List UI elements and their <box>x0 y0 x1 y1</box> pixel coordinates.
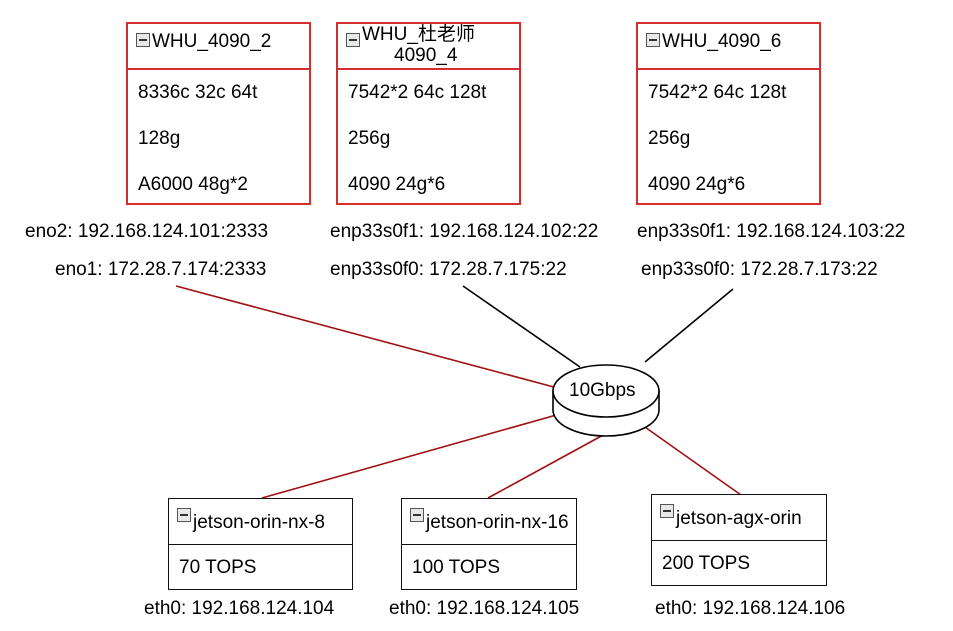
server-2-ip-secondary: enp33s0f0: 172.28.7.175:22 <box>330 259 567 280</box>
link-server-2 <box>462 285 581 368</box>
server-3-ip-primary: enp33s0f1: 192.168.124.103:22 <box>637 221 906 242</box>
server-2-cpu: 7542*2 64c 128t <box>348 82 487 103</box>
server-2-title-line2: 4090_4 <box>394 45 458 66</box>
collapse-icon[interactable] <box>660 504 674 518</box>
server-2-gpu: 4090 24g*6 <box>348 174 446 195</box>
collapse-icon[interactable] <box>346 33 360 47</box>
server-1-gpu: A6000 48g*2 <box>138 174 248 195</box>
server-2-ip-primary: enp33s0f1: 192.168.124.102:22 <box>330 221 599 242</box>
device-node-2[interactable]: jetson-orin-nx-16 100 TOPS <box>401 498 577 590</box>
server-3-memory: 256g <box>648 128 691 149</box>
device-3-compute: 200 TOPS <box>662 553 751 574</box>
device-3-ip: eth0: 192.168.124.106 <box>655 598 846 619</box>
collapse-icon[interactable] <box>646 33 660 47</box>
device-2-ip: eth0: 192.168.124.105 <box>389 598 580 619</box>
server-2-header: WHU_杜老师 4090_4 <box>338 24 519 70</box>
link-device-1 <box>261 411 568 499</box>
link-device-2 <box>487 433 606 499</box>
link-server-1 <box>175 285 566 391</box>
device-2-title: jetson-orin-nx-16 <box>426 512 569 533</box>
device-3-header: jetson-agx-orin <box>652 495 826 541</box>
server-1-title: WHU_4090_2 <box>152 31 272 52</box>
server-2-memory: 256g <box>348 128 391 149</box>
switch-node[interactable] <box>552 364 660 437</box>
server-1-header: WHU_4090_2 <box>128 24 309 70</box>
switch-label: 10Gbps <box>569 380 636 401</box>
server-1-memory: 128g <box>138 128 181 149</box>
device-2-header: jetson-orin-nx-16 <box>402 499 576 545</box>
collapse-icon[interactable] <box>177 508 191 522</box>
device-1-title: jetson-orin-nx-8 <box>193 512 325 533</box>
device-node-3[interactable]: jetson-agx-orin 200 TOPS <box>651 494 827 586</box>
device-3-title: jetson-agx-orin <box>676 508 802 529</box>
server-3-title: WHU_4090_6 <box>662 31 782 52</box>
switch-top <box>552 364 660 418</box>
server-3-gpu: 4090 24g*6 <box>648 174 746 195</box>
server-node-3[interactable]: WHU_4090_6 7542*2 64c 128t 256g 4090 24g… <box>636 22 821 205</box>
device-1-ip: eth0: 192.168.124.104 <box>144 598 335 619</box>
server-1-cpu: 8336c 32c 64t <box>138 82 258 103</box>
device-2-compute: 100 TOPS <box>412 557 501 578</box>
server-node-1[interactable]: WHU_4090_2 8336c 32c 64t 128g A6000 48g*… <box>126 22 311 205</box>
device-node-1[interactable]: jetson-orin-nx-8 70 TOPS <box>168 498 353 590</box>
collapse-icon[interactable] <box>136 33 150 47</box>
collapse-icon[interactable] <box>410 508 424 522</box>
link-server-3 <box>644 288 734 363</box>
server-1-ip-secondary: eno1: 172.28.7.174:2333 <box>55 259 267 280</box>
device-1-header: jetson-orin-nx-8 <box>169 499 352 545</box>
server-3-cpu: 7542*2 64c 128t <box>648 82 787 103</box>
server-3-header: WHU_4090_6 <box>638 24 819 70</box>
server-node-2[interactable]: WHU_杜老师 4090_4 7542*2 64c 128t 256g 4090… <box>336 22 521 205</box>
server-1-ip-primary: eno2: 192.168.124.101:2333 <box>25 221 269 242</box>
device-1-compute: 70 TOPS <box>179 557 257 578</box>
link-device-3 <box>641 424 742 496</box>
server-3-ip-secondary: enp33s0f0: 172.28.7.173:22 <box>641 259 878 280</box>
server-2-title-line1: WHU_杜老师 <box>362 24 475 45</box>
